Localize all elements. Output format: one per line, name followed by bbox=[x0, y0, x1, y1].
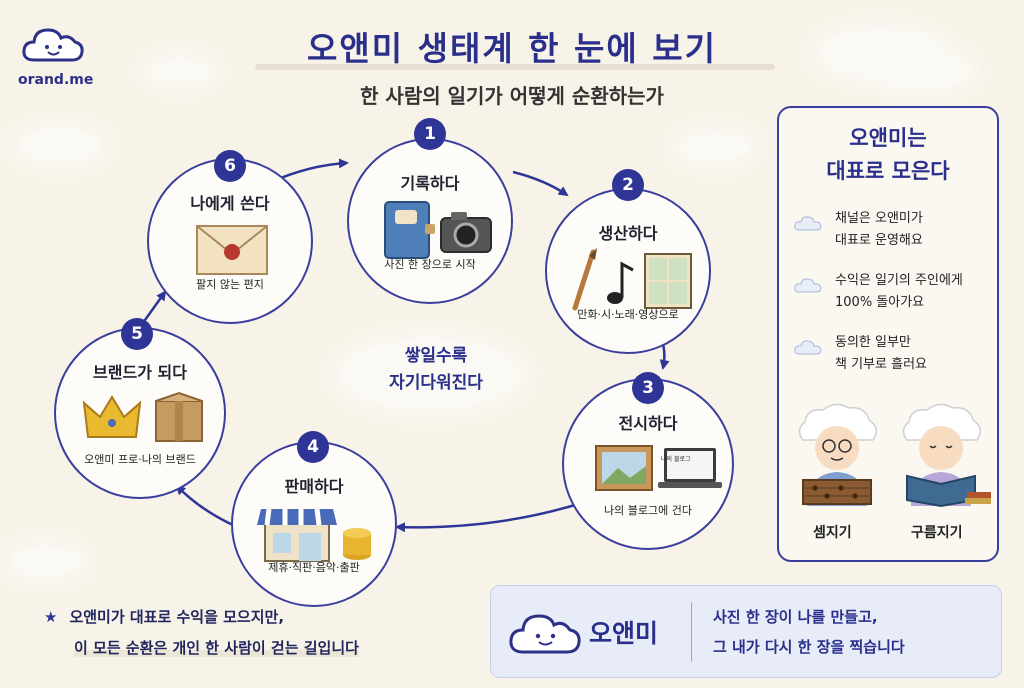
step-number-badge: 2 bbox=[612, 169, 644, 201]
step-number-badge: 3 bbox=[632, 372, 664, 404]
cycle-step-brand[interactable]: 브랜드가 되다 오앤미 프로·나의 브랜드 bbox=[54, 327, 226, 499]
panel-item: 동의한 일부만 책 기부로 흘러요 bbox=[835, 332, 927, 376]
framed-picture-icon bbox=[595, 445, 722, 491]
music-note-icon bbox=[607, 261, 634, 304]
footer-divider bbox=[691, 602, 692, 662]
cycle-step-sell[interactable]: 판매하다 제휴·직판·음악·출판 bbox=[231, 441, 397, 607]
cloud-logo-icon bbox=[509, 614, 581, 654]
footer-note-text-1: 오앤미가 대표로 수익을 모으지만, bbox=[69, 608, 285, 626]
arrow-3-to-4 bbox=[395, 503, 576, 533]
cloud-bullet-icon bbox=[794, 216, 822, 231]
page-subtitle: 한 사람의 일기가 어떻게 순환하는가 bbox=[360, 84, 664, 108]
footer-note-line-1: ★ 오앤미가 대표로 수익을 모으지만, bbox=[44, 602, 359, 633]
panel-title: 오앤미는 대표로 모은다 bbox=[779, 122, 997, 188]
step-caption: 사진 한 장으로 시작 bbox=[384, 258, 476, 271]
coin-stack-icon bbox=[343, 528, 371, 560]
logo-text: orand.me bbox=[18, 72, 94, 88]
laptop-screen-text: 나의 블로그 bbox=[661, 456, 691, 463]
page-title: 오앤미 생태계 한 눈에 보기 bbox=[307, 29, 717, 68]
panel-item-line-2: 100% 돌아가요 bbox=[835, 295, 925, 310]
center-line-1: 쌓일수록 bbox=[404, 346, 468, 366]
envelope-icon bbox=[196, 225, 268, 275]
character-name: 구름지기 bbox=[911, 525, 963, 541]
cycle-step-write-to-self[interactable]: 나에게 쓴다 팔지 않는 편지 bbox=[147, 158, 313, 324]
footer-note: ★ 오앤미가 대표로 수익을 모으지만, 이 모든 순환은 개인 한 사람이 걷는… bbox=[44, 602, 359, 664]
book-reading-character-icon bbox=[902, 403, 991, 508]
background-cloud bbox=[880, 54, 970, 88]
brand-logo[interactable]: orand.me bbox=[18, 22, 94, 88]
footer-slogan: 사진 한 장이 나를 만들고, 그 내가 다시 한 장을 찍습니다 bbox=[713, 602, 905, 662]
panel-item-line-1: 수익은 일기의 주인에게 bbox=[835, 273, 963, 288]
cloud-logo-icon bbox=[22, 28, 84, 62]
panel-title-line-2: 대표로 모은다 bbox=[826, 159, 950, 183]
background-cloud bbox=[20, 130, 100, 160]
title-underline bbox=[255, 64, 775, 70]
camera-icon bbox=[440, 212, 492, 253]
background-cloud bbox=[680, 134, 750, 160]
laptop-icon bbox=[658, 448, 722, 488]
comic-panels-icon bbox=[644, 253, 692, 309]
step-caption: 팔지 않는 편지 bbox=[196, 278, 264, 291]
cycle-step-record[interactable]: 기록하다 사진 한 장으로 시작 bbox=[347, 138, 513, 304]
step-label: 나에게 쓴다 bbox=[190, 194, 270, 213]
background-cloud bbox=[150, 60, 210, 82]
storefront-icon bbox=[257, 508, 371, 562]
panel-item-line-1: 채널은 오앤미가 bbox=[835, 211, 923, 226]
step-label: 기록하다 bbox=[400, 174, 460, 193]
step-number-badge: 4 bbox=[297, 431, 329, 463]
center-line-2: 자기다워진다 bbox=[389, 373, 483, 393]
footer-note-line-2: 이 모든 순환은 개인 한 사람이 걷는 길입니다 bbox=[44, 633, 359, 664]
step-number-badge: 6 bbox=[214, 150, 246, 182]
step-label: 브랜드가 되다 bbox=[93, 363, 187, 382]
step-number-badge: 1 bbox=[414, 118, 446, 150]
diary-icon bbox=[384, 201, 492, 259]
step-label: 전시하다 bbox=[618, 414, 678, 433]
cycle-step-exhibit[interactable]: 전시하다 나의 블로그 나의 블로그에 건다 bbox=[562, 378, 734, 550]
paintbrush-icon bbox=[572, 248, 692, 311]
cloud-bullet-icon bbox=[794, 278, 822, 293]
footer-slogan-line-1: 사진 한 장이 나를 만들고, bbox=[713, 608, 878, 626]
panel-item-line-1: 동의한 일부만 bbox=[835, 335, 911, 350]
step-caption: 나의 블로그에 건다 bbox=[604, 504, 692, 517]
arrow-4-to-5 bbox=[175, 484, 238, 529]
cycle-step-produce[interactable]: 생산하다 만화·시·노래·영상으로 bbox=[545, 188, 711, 354]
panel-item-line-2: 대표로 운영해요 bbox=[835, 233, 923, 248]
footer-slogan-line-2: 그 내가 다시 한 장을 찍습니다 bbox=[713, 638, 905, 656]
package-box-icon bbox=[155, 391, 203, 442]
background-cloud bbox=[10, 548, 80, 574]
star-icon: ★ bbox=[44, 608, 58, 626]
character-name: 셈지기 bbox=[813, 525, 852, 541]
panel-item: 채널은 오앤미가 대표로 운영해요 bbox=[835, 208, 923, 252]
panel-item-line-2: 책 기부로 흘러요 bbox=[835, 357, 927, 372]
step-caption: 제휴·직판·음악·출판 bbox=[268, 561, 360, 574]
panel-item: 수익은 일기의 주인에게 100% 돌아가요 bbox=[835, 270, 963, 314]
step-label: 생산하다 bbox=[598, 224, 658, 243]
abacus-character-icon bbox=[798, 403, 877, 506]
step-number-badge: 5 bbox=[121, 318, 153, 350]
step-label: 판매하다 bbox=[284, 477, 344, 496]
panel-title-line-1: 오앤미는 bbox=[849, 126, 927, 150]
cycle-center-message: 쌓일수록 자기다워진다 bbox=[338, 343, 534, 397]
center-cloud bbox=[340, 340, 520, 408]
crown-icon bbox=[82, 391, 203, 442]
footer-brand-name: 오앤미 bbox=[589, 619, 659, 648]
footer-note-text-2: 이 모든 순환은 개인 한 사람이 걷는 길입니다 bbox=[74, 639, 359, 657]
arrow-1-to-2 bbox=[512, 170, 569, 197]
footer-slogan-box: 오앤미 사진 한 장이 나를 만들고, 그 내가 다시 한 장을 찍습니다 bbox=[490, 585, 1002, 678]
cloud-bullet-icon bbox=[794, 340, 822, 355]
step-caption: 만화·시·노래·영상으로 bbox=[577, 308, 679, 321]
step-caption: 오앤미 프로·나의 브랜드 bbox=[84, 453, 196, 466]
info-panel: 오앤미는 대표로 모은다 채널은 오앤미가 대표로 운영해요 수익은 일기의 주… bbox=[777, 106, 999, 562]
